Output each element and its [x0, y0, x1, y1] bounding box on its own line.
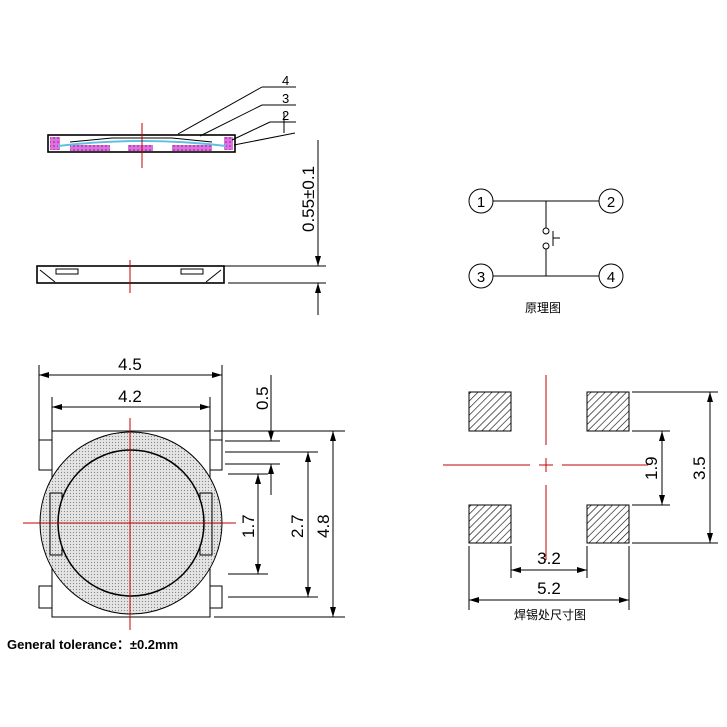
schematic-caption: 原理图: [525, 301, 561, 315]
dim-overall-horizontal: 5.2: [537, 579, 561, 598]
pin-2: 2: [598, 188, 624, 214]
section-view: 4 3 2: [47, 73, 296, 168]
svg-text:3: 3: [477, 269, 485, 286]
dim-overall-vertical: 3.5: [690, 456, 709, 480]
dim-overall-height: 4.8: [314, 514, 333, 538]
footprint-caption: 焊锡处尺寸图: [514, 607, 586, 622]
dim-body-width: 4.2: [118, 387, 142, 406]
callout-3: 3: [282, 91, 289, 106]
front-view: 4.5 4.2 0.5 1.7 2.7 4.8 General toleranc…: [7, 355, 345, 652]
svg-text:2: 2: [607, 194, 615, 211]
callout-4: 4: [282, 73, 289, 88]
dim-pad-span: 2.7: [288, 514, 307, 538]
pin-3: 3: [468, 263, 494, 289]
dim-pad-gap-vertical: 1.9: [642, 456, 661, 480]
dim-pad-gap-horizontal: 3.2: [537, 549, 561, 568]
side-view: 0.55±0.1: [36, 140, 326, 315]
footprint: 1.9 3.5 3.2 5.2 焊锡处尺寸图: [443, 375, 718, 622]
schematic: 1 2 3 4 原理图: [468, 188, 624, 315]
svg-text:1: 1: [477, 194, 485, 211]
pad: [586, 391, 630, 432]
dim-pad-width: 0.5: [253, 386, 272, 410]
pin-4: 4: [598, 263, 624, 289]
pin-1: 1: [468, 188, 494, 214]
pad: [468, 391, 512, 432]
tolerance-note: General tolerance：±0.2mm: [7, 637, 178, 652]
pad: [468, 504, 512, 544]
dim-inner-height: 1.7: [239, 514, 258, 538]
dim-overall-width: 4.5: [118, 355, 142, 374]
thickness-dimension: 0.55±0.1: [299, 166, 318, 232]
callout-2: 2: [282, 108, 289, 123]
pad: [586, 504, 630, 544]
callouts: 4 3 2: [177, 73, 296, 146]
svg-text:4: 4: [607, 269, 615, 286]
